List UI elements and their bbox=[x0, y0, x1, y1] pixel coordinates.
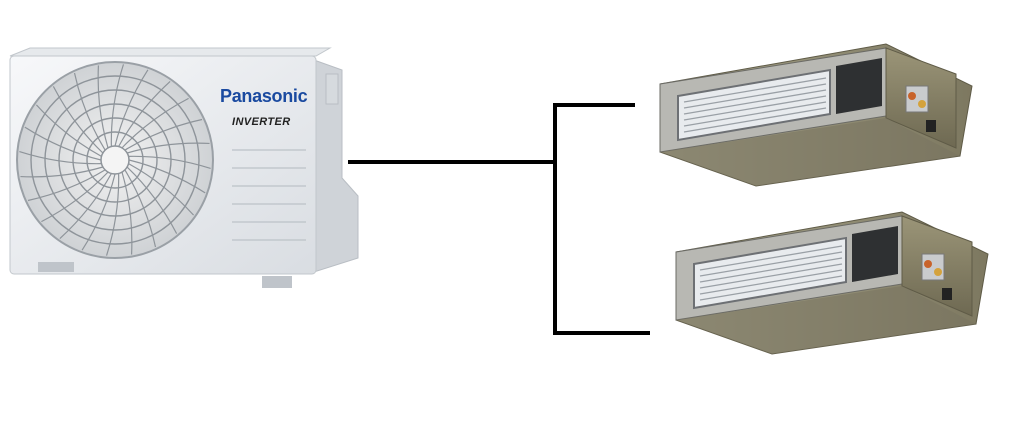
indoor-unit-2 bbox=[675, 211, 989, 355]
duct-unit-icon bbox=[659, 43, 973, 187]
fan-grille-icon bbox=[16, 61, 214, 259]
model-line-text: INVERTER bbox=[232, 116, 291, 128]
refrigerant-lines bbox=[348, 103, 650, 335]
indoor-unit-1 bbox=[659, 43, 973, 187]
duct-unit-icon bbox=[675, 211, 989, 355]
outdoor-unit bbox=[9, 47, 359, 288]
brand-logo-text: Panasonic bbox=[220, 86, 308, 106]
